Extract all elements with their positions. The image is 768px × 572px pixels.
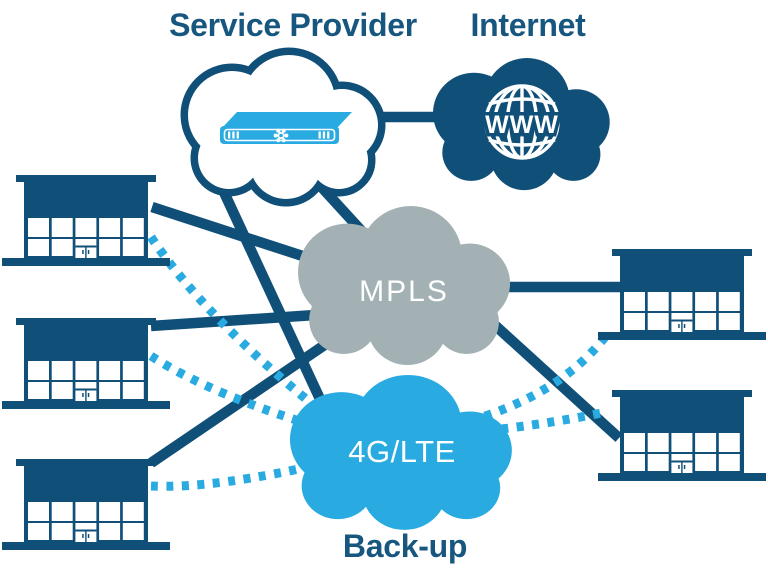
www-text: WWW — [485, 111, 559, 139]
internet-cloud: WWW — [433, 58, 610, 191]
backup-link-left-building-2-lte — [148, 352, 334, 436]
building-left-3 — [2, 459, 170, 550]
service-provider-cloud — [188, 55, 378, 199]
link-service-provider-lte — [217, 185, 338, 430]
www-globe-icon: WWW — [482, 84, 561, 160]
building-right-2 — [598, 390, 766, 481]
router-top-face — [222, 112, 352, 128]
backup-link-lte-right-building-1 — [453, 330, 612, 430]
router-gear-icon — [273, 128, 289, 143]
router-icon — [220, 112, 352, 144]
building-right-1 — [598, 249, 766, 340]
building-left-1 — [2, 175, 170, 266]
service-provider-label: Service Provider — [169, 7, 417, 43]
backup-link-left-building-3-lte — [150, 457, 332, 491]
connection-lines — [147, 111, 623, 491]
router-ports-left — [228, 131, 239, 139]
router-ports-right — [318, 131, 330, 139]
backup-label: Back-up — [343, 528, 467, 564]
building-left-2 — [2, 318, 170, 409]
internet-label: Internet — [471, 7, 587, 43]
backup-link-left-building-1-lte — [147, 234, 325, 416]
mpls-cloud-label: MPLS — [359, 275, 449, 308]
lte-cloud: 4G/LTE — [289, 374, 512, 530]
lte-cloud-label: 4G/LTE — [348, 434, 456, 469]
mpls-cloud: MPLS — [298, 206, 511, 365]
